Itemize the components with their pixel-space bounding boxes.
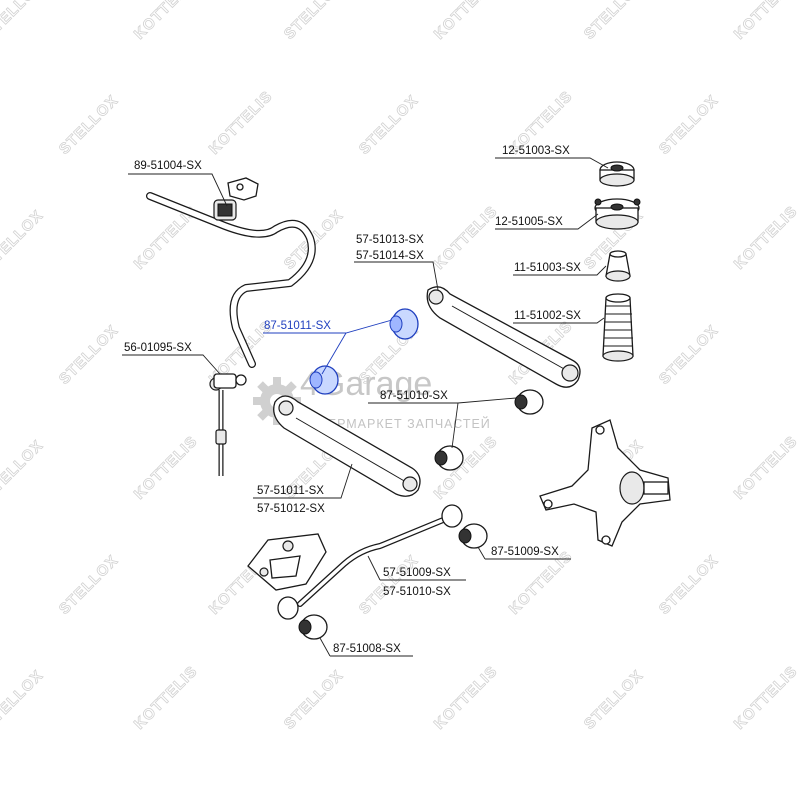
watermark-text: KOTTELIS	[731, 663, 800, 733]
dust-boot	[602, 293, 634, 362]
watermark-text: STELLOX	[356, 92, 422, 158]
watermark-text: STELLOX	[281, 667, 347, 733]
watermark-text: STELLOX	[56, 92, 122, 158]
label-57-51010-sx[interactable]: 57-51010-SX	[383, 586, 451, 598]
bushing-87-51010-lower	[434, 445, 464, 471]
strut-bearing	[599, 161, 635, 187]
bump-stop	[605, 250, 631, 282]
watermark-text: STELLOX	[581, 0, 647, 43]
leader-lines	[122, 157, 609, 657]
watermark-text: KOTTELIS	[731, 433, 800, 503]
watermark-text: KOTTELIS	[131, 663, 201, 733]
strut-mount	[594, 198, 641, 230]
watermark-text: KOTTELIS	[506, 548, 576, 618]
trailing-rod	[277, 504, 463, 620]
label-87-51010-sx[interactable]: 87-51010-SX	[380, 390, 448, 402]
watermark-text: STELLOX	[656, 92, 722, 158]
watermark-text: STELLOX	[281, 0, 347, 43]
label-56-01095-sx[interactable]: 56-01095-SX	[124, 342, 192, 354]
watermark-text: STELLOX	[0, 0, 47, 43]
highlighted-bushing-upper	[389, 308, 419, 340]
lower-control-arm	[273, 395, 421, 497]
watermark-text: STELLOX	[356, 552, 422, 618]
watermark-text: STELLOX	[0, 667, 47, 733]
watermark-text: STELLOX	[56, 322, 122, 388]
label-57-51012-sx[interactable]: 57-51012-SX	[257, 503, 325, 515]
watermark-text: KOTTELIS	[431, 663, 501, 733]
label-12-51005-sx[interactable]: 12-51005-SX	[495, 216, 563, 228]
label-57-51011-sx[interactable]: 57-51011-SX	[257, 485, 324, 497]
mounting-bracket	[247, 533, 327, 591]
watermark-text: KOTTELIS	[731, 0, 800, 43]
stabilizer-link	[209, 373, 247, 476]
part-labels: 89-51004-SX 12-51003-SX 12-51005-SX 57-5…	[124, 145, 581, 655]
watermark-text: STELLOX	[0, 207, 47, 273]
bushing-87-51008	[298, 614, 328, 640]
label-11-51002-sx[interactable]: 11-51002-SX	[514, 310, 581, 322]
watermark-text: STELLOX	[656, 322, 722, 388]
stabilizer-bushing	[213, 177, 259, 221]
logo-tagline: ГИПЕРМАРКЕТ ЗАПЧАСТЕЙ	[300, 416, 491, 431]
watermark-text: KOTTELIS	[431, 0, 501, 43]
label-57-51009-sx[interactable]: 57-51009-SX	[383, 567, 451, 579]
watermark-text: KOTTELIS	[131, 433, 201, 503]
watermark-text: KOTTELIS	[206, 88, 276, 158]
bushing-87-51009	[458, 523, 488, 549]
label-57-51013-sx[interactable]: 57-51013-SX	[356, 234, 424, 246]
label-87-51009-sx[interactable]: 87-51009-SX	[491, 546, 559, 558]
steering-knuckle	[539, 419, 671, 547]
watermark-text: STELLOX	[656, 552, 722, 618]
watermark-text: STELLOX	[581, 667, 647, 733]
watermark-text: STELLOX	[56, 552, 122, 618]
highlighted-bushing-lower	[309, 365, 339, 395]
stabilizer-bar	[146, 192, 316, 368]
upper-control-arm	[426, 286, 581, 388]
watermark-text: KOTTELIS	[431, 203, 501, 273]
label-87-51011-sx[interactable]: 87-51011-SX	[264, 320, 331, 332]
label-87-51008-sx[interactable]: 87-51008-SX	[333, 643, 401, 655]
watermark-text: STELLOX	[0, 437, 47, 503]
watermark-text: KOTTELIS	[131, 0, 201, 43]
label-12-51003-sx[interactable]: 12-51003-SX	[502, 145, 570, 157]
watermark-text: KOTTELIS	[731, 203, 800, 273]
label-89-51004-sx[interactable]: 89-51004-SX	[134, 160, 202, 172]
label-11-51003-sx[interactable]: 11-51003-SX	[514, 262, 581, 274]
label-57-51014-sx[interactable]: 57-51014-SX	[356, 250, 424, 262]
bushing-87-51010-upper	[514, 389, 544, 415]
